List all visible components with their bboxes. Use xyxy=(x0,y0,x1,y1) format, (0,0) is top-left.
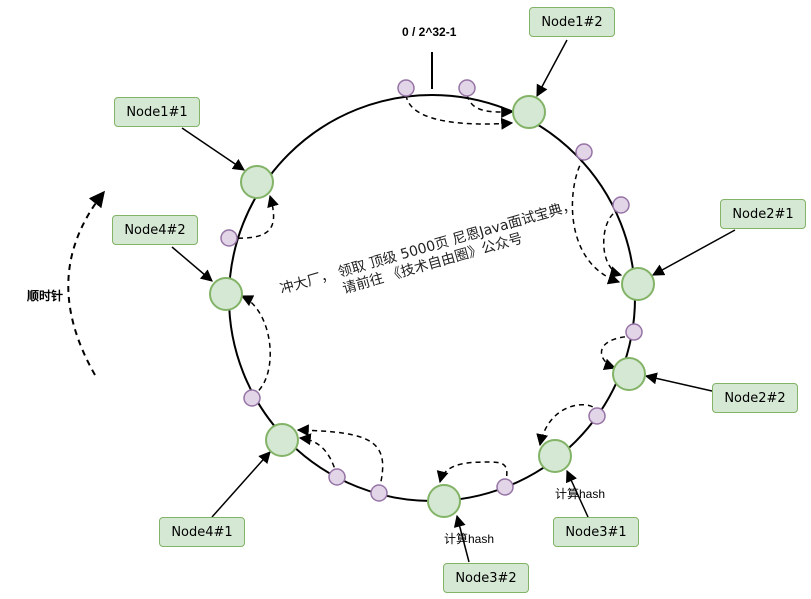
vnode-node3-2 xyxy=(427,484,461,518)
vnode-node4-1 xyxy=(265,423,299,457)
key4-route xyxy=(603,209,623,278)
key2-route xyxy=(466,94,514,119)
node-box-node1-1: Node1#1 xyxy=(114,97,200,127)
virtual-nodes xyxy=(209,95,655,518)
node-box-node2-1: Node2#1 xyxy=(720,199,806,229)
key-dot xyxy=(612,196,630,214)
key-dot xyxy=(397,79,415,97)
key-dot xyxy=(370,484,388,502)
node-box-node4-2: Node4#2 xyxy=(112,215,198,245)
arrow-node3-2 xyxy=(453,514,470,563)
key-dot xyxy=(588,407,606,425)
arrow-node4-2 xyxy=(171,246,213,282)
node-mapping-arrows xyxy=(171,39,736,563)
vnode-node2-2 xyxy=(612,357,646,391)
key-dot xyxy=(458,79,476,97)
key5-route xyxy=(600,335,635,371)
vnode-node2-1 xyxy=(621,267,655,301)
key6-route xyxy=(536,404,598,447)
node-box-node1-2: Node1#2 xyxy=(529,7,615,37)
vnode-node1-2 xyxy=(512,95,546,129)
clockwise-label: 顺时针 xyxy=(27,289,64,303)
key-dot xyxy=(496,478,514,496)
key-dot xyxy=(328,468,346,486)
key-dot xyxy=(625,323,643,341)
node-box-node2-2: Node2#2 xyxy=(712,383,798,413)
key3-route xyxy=(571,157,621,285)
arrow-node1-2 xyxy=(536,39,568,98)
data-keys xyxy=(220,79,643,502)
key-dot xyxy=(243,389,261,407)
key-dot xyxy=(220,229,238,247)
hash-label-node3-1: 计算hash xyxy=(555,487,606,501)
vnode-node3-1 xyxy=(538,439,572,473)
arrow-node1-1 xyxy=(181,127,245,171)
node-box-node4-1: Node4#1 xyxy=(159,517,245,547)
key10-route xyxy=(240,295,271,397)
key9-route xyxy=(298,433,338,477)
key8-route xyxy=(296,424,384,491)
key-dot xyxy=(575,143,593,161)
key1-route xyxy=(405,94,514,130)
arrow-node2-1 xyxy=(651,229,736,276)
hash-label-node3-2: 计算hash xyxy=(444,532,495,546)
ring-origin-label: 0 / 2^32-1 xyxy=(402,25,457,39)
node-box-node3-2: Node3#2 xyxy=(443,563,529,593)
vnode-node4-2 xyxy=(209,277,243,311)
arrow-node2-2 xyxy=(644,372,713,392)
key-routing-arrows xyxy=(228,94,635,491)
node-box-node3-1: Node3#1 xyxy=(553,517,639,547)
vnode-node1-1 xyxy=(240,165,274,199)
clockwise-arrow xyxy=(67,190,105,376)
arrow-node4-1 xyxy=(211,451,271,518)
key11-route xyxy=(228,194,279,239)
arrow-node3-1 xyxy=(566,469,589,518)
key7-route xyxy=(436,461,508,486)
